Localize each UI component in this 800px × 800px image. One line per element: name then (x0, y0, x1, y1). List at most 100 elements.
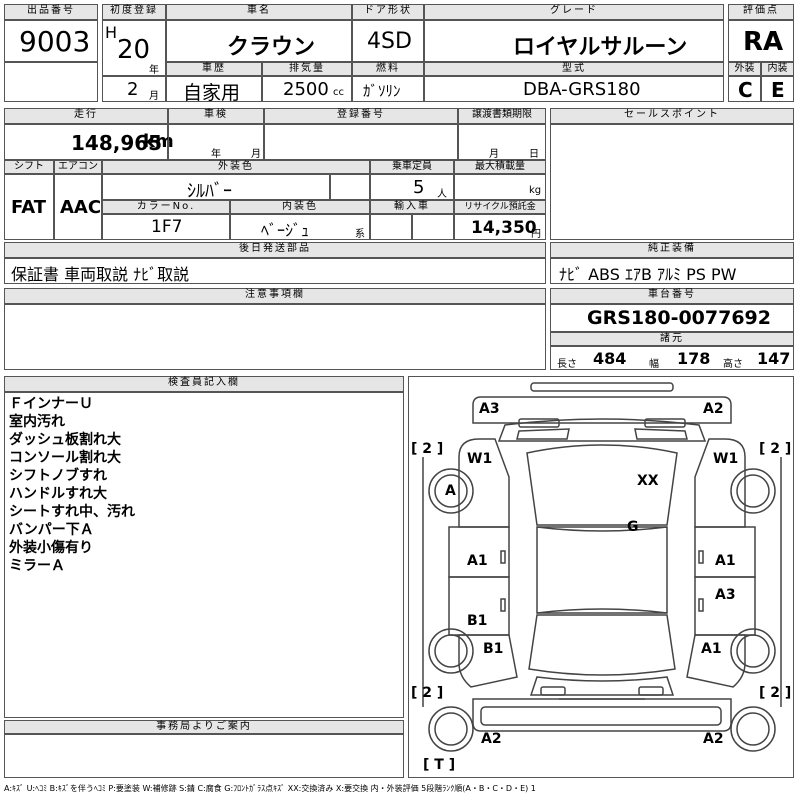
lot-number-cell: 9003 (4, 20, 98, 62)
registration-label: 登録番号 (264, 108, 458, 124)
specs-label: 諸元 (550, 332, 794, 346)
car-name-label: 車名 (166, 4, 352, 20)
tread-front-left: [ 2 ] (411, 441, 444, 457)
displacement-value: 2500 (283, 79, 329, 100)
load-label: 最大積載量 (454, 160, 546, 174)
displacement-unit: cc (333, 87, 344, 98)
color-no-label: カラーNo. (102, 200, 230, 214)
color-no-cell: 1F7 (102, 214, 230, 240)
inspection-label: 車検 (168, 108, 264, 124)
model-cell: DBA-GRS180 (424, 76, 724, 102)
import-label: 輸入車 (370, 200, 454, 214)
interior-color-label: 内装色 (230, 200, 370, 214)
damage-diagram: A3 A2 [ 2 ] [ 2 ] W1 W1 A XX G A1 A1 A3 … (408, 376, 794, 778)
score-cell: RA (728, 20, 794, 62)
inspector-line: シートすれ中、汚れ (9, 504, 135, 520)
mark-cabin: G (627, 519, 639, 535)
equipment-value: ﾅﾋﾞ ABS ｴｱB ｱﾙﾐ PS PW (559, 265, 737, 284)
mark-front-right: A2 (703, 401, 724, 417)
recycle-unit: 円 (531, 229, 541, 240)
inspection-month-unit: 月 (251, 149, 261, 160)
sales-point-cell (550, 124, 794, 240)
notes-cell (4, 304, 546, 370)
year-unit: 年 (149, 65, 159, 76)
history-label: 車歴 (166, 62, 262, 76)
tread-front-right: [ 2 ] (759, 441, 792, 457)
interior-color-unit: 系 (355, 229, 365, 240)
capacity-unit: 人 (437, 189, 447, 200)
color-no-value: 1F7 (151, 217, 183, 237)
office-cell (4, 734, 404, 778)
mark-rocker-l: B1 (467, 613, 488, 629)
model-value: DBA-GRS180 (523, 79, 641, 100)
inspection-cell: 年 月 (168, 124, 264, 160)
mark-front-left: A3 (479, 401, 500, 417)
displacement-cell: 2500 cc (262, 76, 352, 102)
exterior-value: C (738, 78, 753, 102)
recycle-label: リサイクル預託金 (454, 200, 546, 214)
transfer-cell: 月 日 (458, 124, 546, 160)
color-cell: ｼﾙﾊﾞｰ (102, 174, 330, 202)
tread-rear-left: [ 2 ] (411, 685, 444, 701)
exterior-cell: C (728, 76, 761, 102)
inspector-line: ＦインナーＵ (9, 396, 93, 412)
height-value: 147 (757, 349, 791, 368)
interior-value: E (771, 78, 785, 102)
era-value: H (105, 23, 118, 42)
tread-rear-right: [ 2 ] (759, 685, 792, 701)
mark-wheel-fr: W1 (713, 451, 739, 467)
recycle-value: 14,350 (471, 218, 537, 238)
height-label: 高さ (723, 359, 743, 370)
mileage-label: 走行 (4, 108, 168, 124)
fuel-cell: ｶﾞｿﾘﾝ (352, 76, 424, 102)
fuel-label: 燃料 (352, 62, 424, 76)
office-label: 事務局よりご案内 (4, 720, 404, 734)
mark-rear-right: A2 (703, 731, 724, 747)
parts-label: 後日発送部品 (4, 242, 546, 258)
capacity-value: 5 (413, 177, 425, 198)
inspector-cell: ＦインナーＵ 室内汚れ ダッシュ板割れ大 コンソール割れ大 シフトノブすれ ハン… (4, 392, 404, 718)
mileage-unit: km (143, 131, 174, 152)
month-unit: 月 (149, 91, 159, 102)
mark-wheel-fl: W1 (467, 451, 493, 467)
year-value: 20 (117, 35, 151, 65)
inspector-line: 外装小傷有り (9, 540, 93, 556)
mileage-cell: 148,965 km (4, 124, 174, 160)
recycle-cell: 14,350 円 (454, 214, 546, 240)
equipment-label: 純正装備 (550, 242, 794, 258)
import-cell-1 (370, 214, 412, 240)
import-cell-2 (412, 214, 454, 240)
legend: A:ｷｽﾞ U:ﾍｺﾐ B:ｷｽﾞを伴うﾍｺﾐ P:要塗装 W:補修跡 S:錆 … (4, 784, 536, 793)
history-cell: 自家用 (166, 76, 262, 104)
length-label: 長さ (557, 359, 577, 370)
first-reg-label: 初度登録 (102, 4, 166, 20)
month-value: 2 (127, 79, 139, 100)
car-name-cell: クラウン (166, 20, 352, 62)
door-value: 4SD (367, 29, 412, 54)
inspection-year-unit: 年 (211, 149, 221, 160)
capacity-label: 乗車定員 (370, 160, 454, 174)
registration-cell (264, 124, 458, 160)
chassis-value: GRS180-0077692 (587, 307, 771, 329)
car-outline (422, 382, 782, 752)
mark-door-rl: B1 (483, 641, 504, 657)
color-extra-cell (330, 174, 370, 200)
transfer-month-unit: 月 (489, 149, 499, 160)
parts-value: 保証書 車両取説 ﾅﾋﾞ取説 (11, 265, 190, 284)
capacity-cell: 5 人 (370, 174, 454, 200)
model-label: 型式 (424, 62, 724, 76)
notes-label: 注意事項欄 (4, 288, 546, 304)
inspector-line: ハンドルすれ大 (9, 486, 107, 502)
mark-door-rr: A3 (715, 587, 736, 603)
inspector-line: バンパー下Ａ (9, 522, 94, 538)
lot-number: 9003 (19, 25, 91, 58)
length-value: 484 (593, 349, 627, 368)
grade-cell: ロイヤルサルーン (424, 20, 724, 62)
first-reg-cell: H 20 年 (102, 20, 166, 76)
score-label: 評価点 (728, 4, 794, 20)
load-cell: kg (454, 174, 546, 200)
door-cell: 4SD (352, 20, 424, 62)
car-name: クラウン (227, 35, 316, 60)
sales-point-label: セールスポイント (550, 108, 794, 124)
grade-label: グレード (424, 4, 724, 20)
